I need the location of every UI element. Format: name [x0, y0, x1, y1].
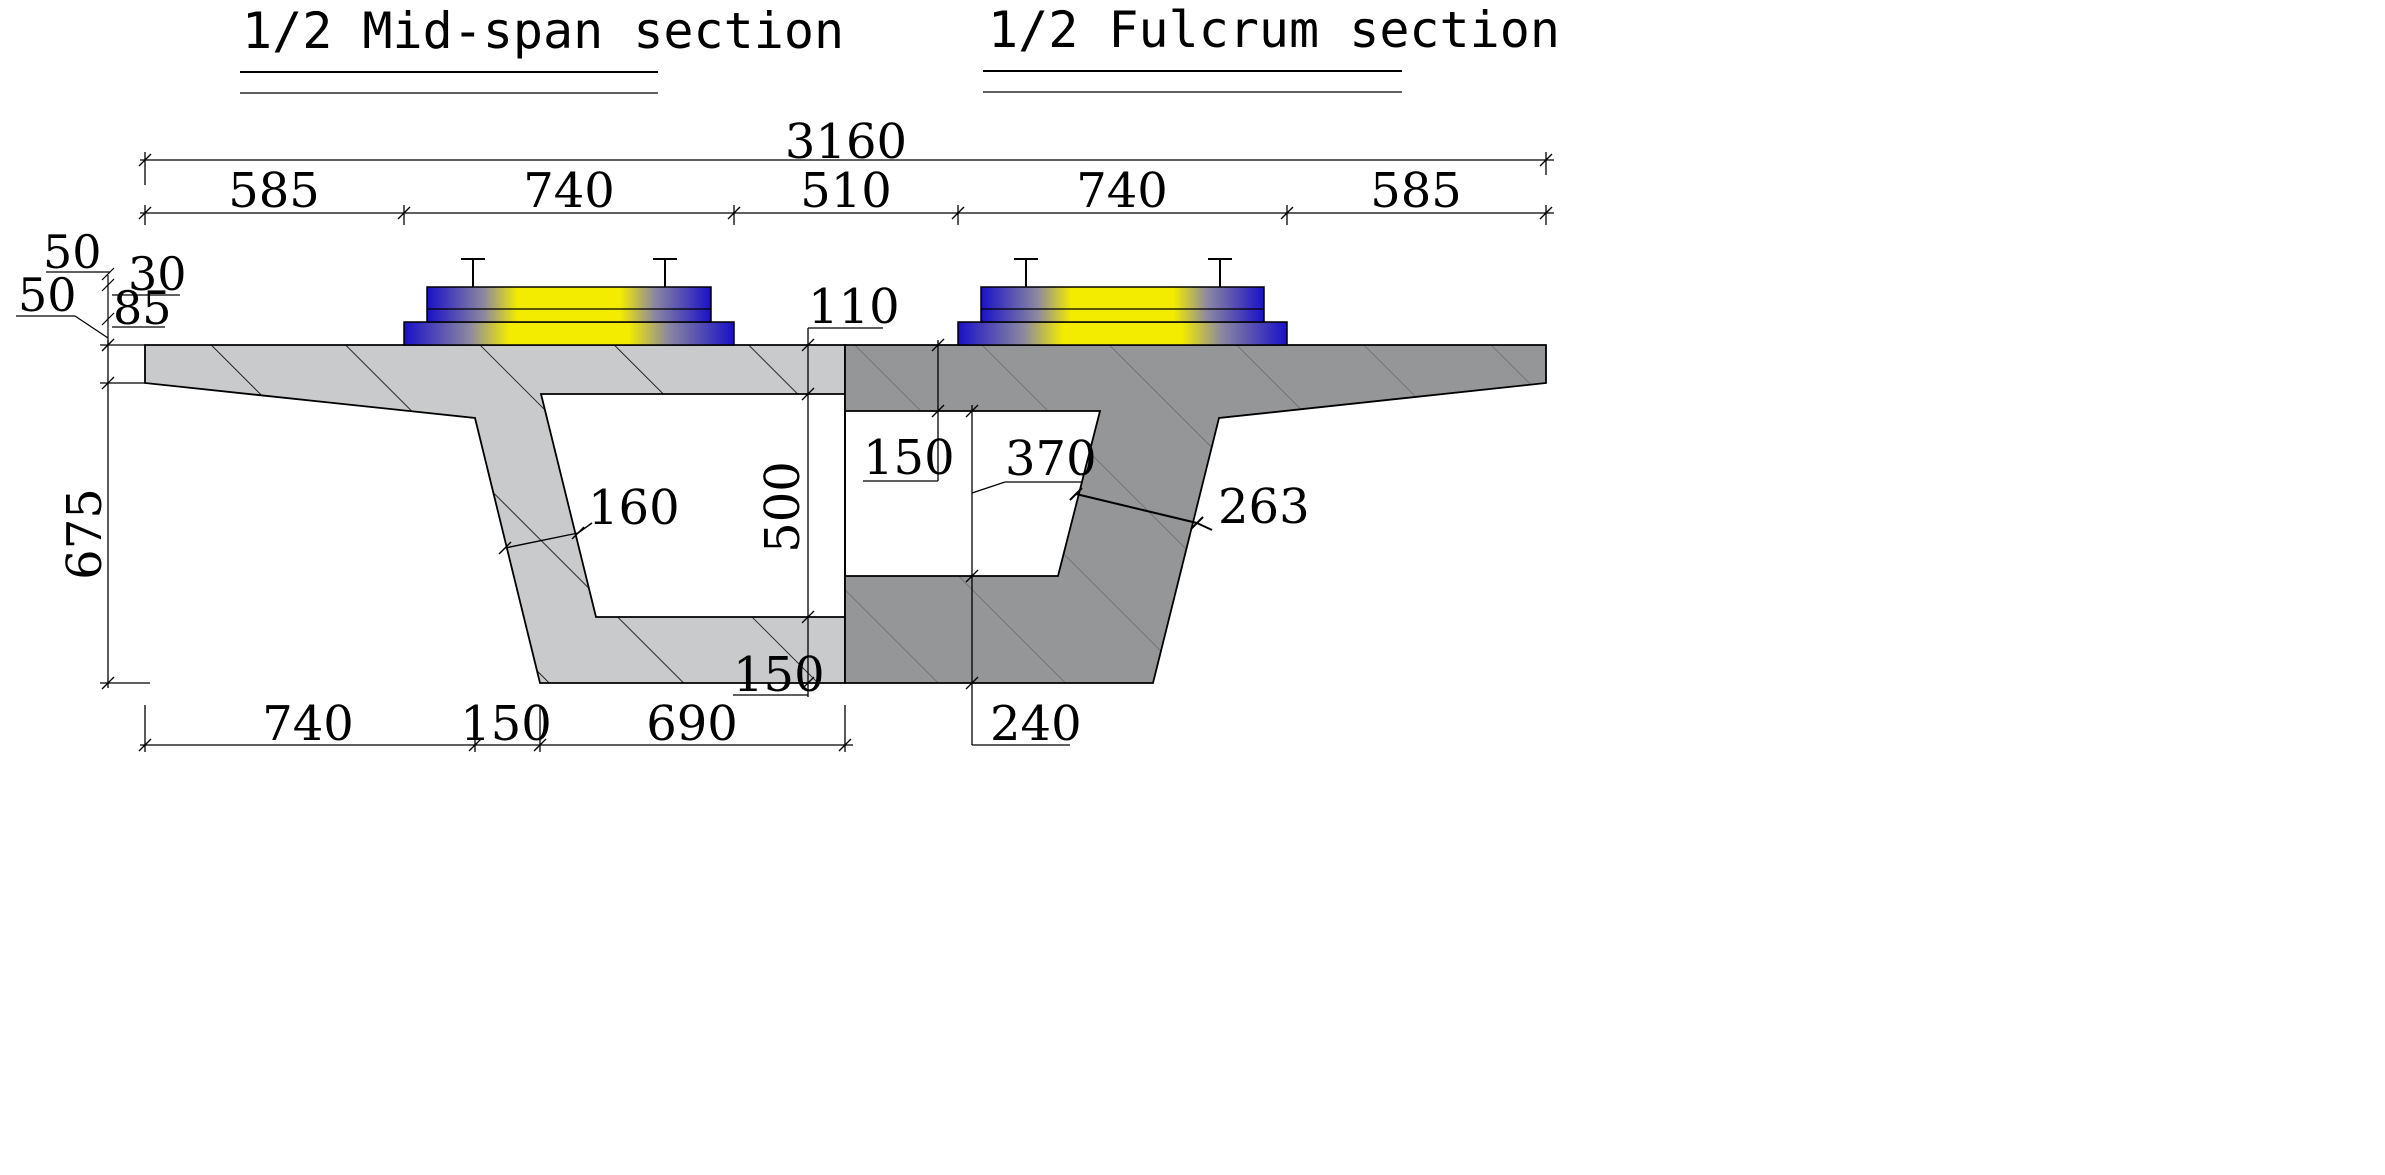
dim-small-50-a: 50	[43, 225, 102, 279]
dim-top-510: 510	[800, 163, 892, 219]
dim-top-585-left: 585	[228, 163, 320, 219]
title-fulcrum: 1/2 Fulcrum section	[988, 1, 1560, 59]
dim-263-label: 263	[1218, 479, 1310, 535]
track-right	[957, 258, 1288, 346]
dim-bottom-690: 690	[646, 696, 738, 752]
dim-110-label: 110	[808, 279, 900, 335]
rail-icon	[1014, 258, 1038, 287]
title-right-group: 1/2 Fulcrum section	[983, 1, 1560, 93]
dim-675-label: 675	[57, 488, 113, 580]
dim-top-740-right: 740	[1076, 163, 1168, 219]
dim-top-740-left: 740	[523, 163, 615, 219]
dim-small-50-b: 50	[18, 268, 77, 322]
dim-160-label: 160	[588, 480, 680, 536]
dim-top-585-right: 585	[1370, 163, 1462, 219]
rail-icon	[653, 258, 677, 287]
rail-icon	[461, 258, 485, 287]
dim-bottom	[138, 705, 853, 752]
track-left	[403, 258, 735, 346]
dim-263	[1069, 487, 1213, 531]
dim-overall	[138, 152, 1554, 185]
dim-150-fulcrum	[863, 338, 945, 482]
dim-left-small	[16, 267, 180, 345]
dim-overall-label: 3160	[785, 114, 907, 170]
dim-small-30: 30	[128, 247, 187, 301]
title-left-group: 1/2 Mid-span section	[240, 2, 844, 94]
fulcrum-half-section	[844, 344, 1547, 684]
dim-small-85: 85	[113, 281, 172, 335]
dim-top-segments	[138, 205, 1554, 225]
dim-bottom-150: 150	[460, 696, 552, 752]
dim-240-label: 240	[990, 696, 1082, 752]
dim-500	[801, 345, 815, 697]
dim-370-label: 370	[1005, 431, 1097, 487]
midspan-half-section	[144, 344, 846, 684]
dim-150-fulcrum-label: 150	[863, 430, 955, 486]
dim-bottom-740: 740	[262, 696, 354, 752]
title-midspan: 1/2 Mid-span section	[242, 2, 844, 60]
dim-150-mid-label: 150	[733, 647, 825, 703]
dim-height-675	[100, 338, 150, 690]
dim-500-label: 500	[755, 461, 811, 553]
dim-160	[498, 522, 593, 555]
dim-150-bottom-slab	[733, 676, 815, 696]
dim-370	[965, 404, 1083, 745]
rail-icon	[1208, 258, 1232, 287]
